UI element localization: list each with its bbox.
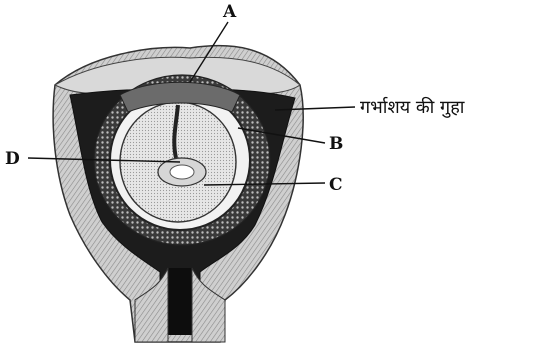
label-C: C	[329, 175, 343, 195]
label-D: D	[5, 149, 20, 169]
label-uterine-cavity: गर्भाशय की गुहा	[360, 96, 465, 118]
label-A: A	[222, 2, 237, 22]
embryo-inner	[170, 165, 194, 179]
label-B: B	[329, 134, 343, 154]
cervical-canal	[168, 268, 192, 335]
